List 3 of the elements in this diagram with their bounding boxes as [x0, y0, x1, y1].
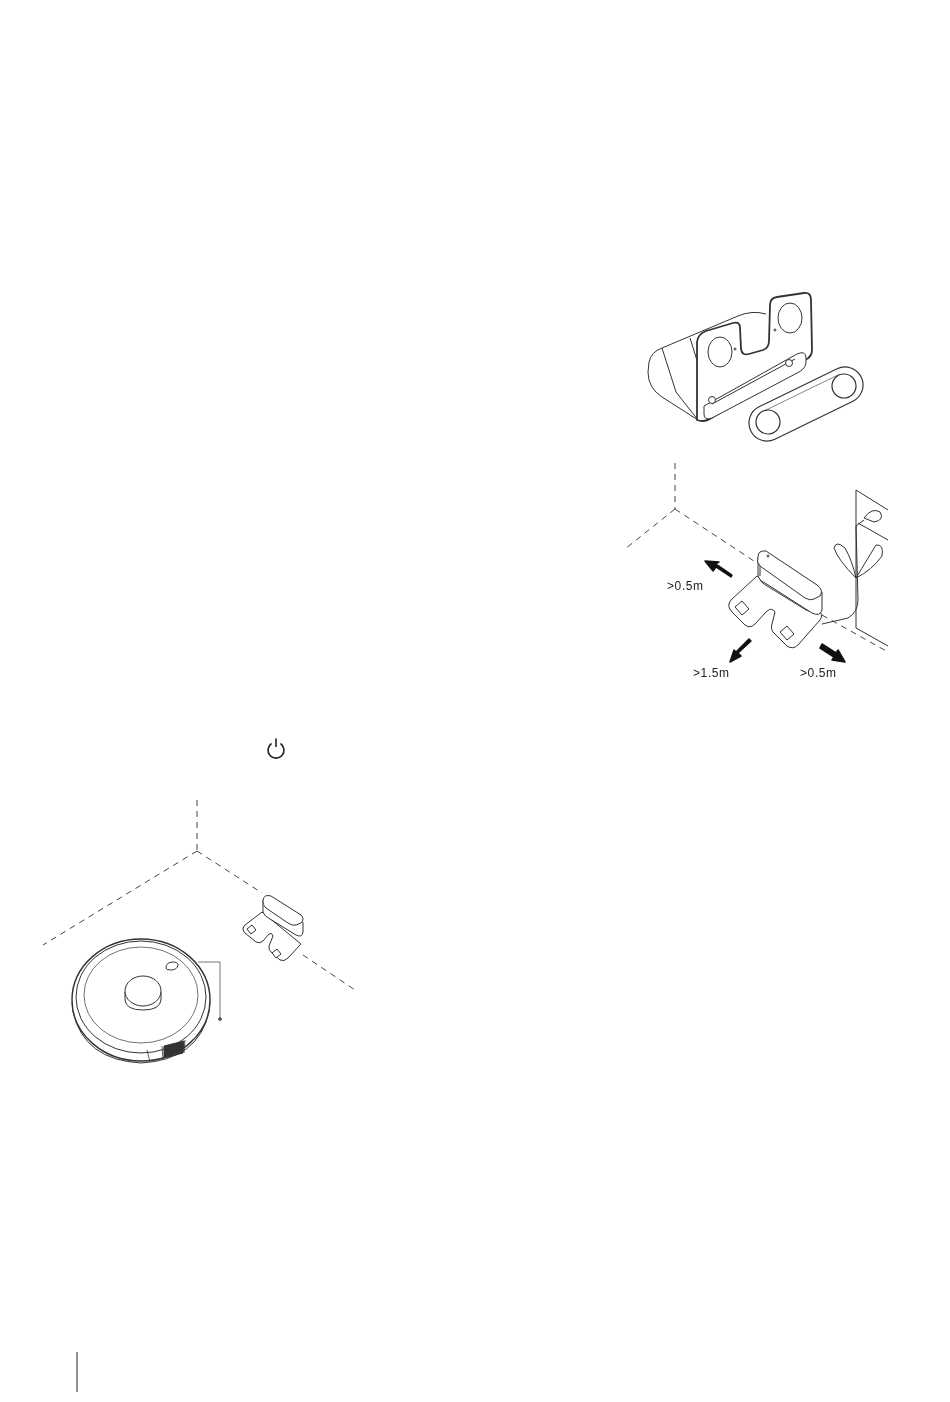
clearance-label: >0.5m: [800, 666, 837, 680]
clearance-label: >1.5m: [693, 666, 730, 680]
clearance-label: >0.5m: [667, 579, 704, 593]
